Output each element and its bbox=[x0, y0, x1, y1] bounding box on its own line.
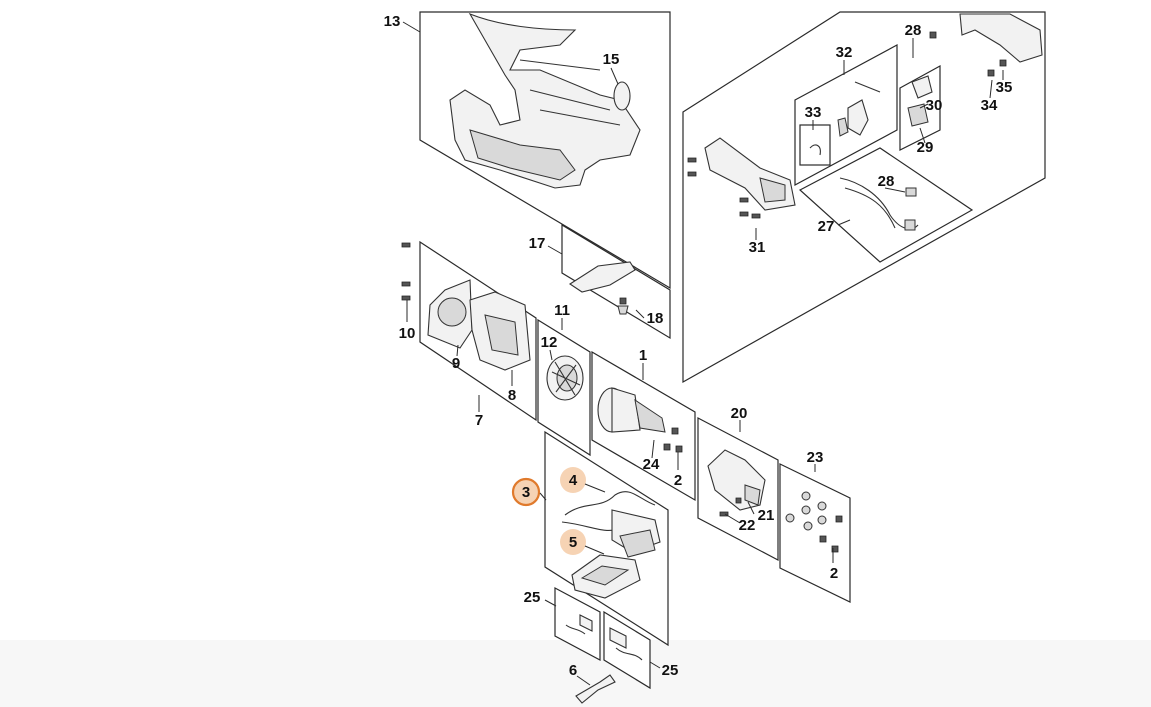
callout-15[interactable]: 15 bbox=[603, 51, 620, 68]
callout-13[interactable]: 13 bbox=[384, 13, 401, 30]
callout-32[interactable]: 32 bbox=[836, 44, 853, 61]
panel-20-gearbox[interactable] bbox=[697, 417, 779, 561]
callout-2-motor[interactable]: 2 bbox=[674, 472, 682, 489]
callout-29[interactable]: 29 bbox=[917, 139, 934, 156]
panel-27-wiring[interactable] bbox=[798, 147, 974, 263]
panel-1-motor[interactable] bbox=[591, 350, 696, 502]
callout-25-lower[interactable]: 25 bbox=[662, 662, 679, 679]
callout-27[interactable]: 27 bbox=[818, 218, 835, 235]
callout-10[interactable]: 10 bbox=[399, 325, 416, 342]
panel-25-sensor-a[interactable] bbox=[554, 587, 601, 661]
callout-18[interactable]: 18 bbox=[647, 310, 664, 327]
callout-28-top[interactable]: 28 bbox=[905, 22, 922, 39]
callout-17[interactable]: 17 bbox=[529, 235, 546, 252]
panel-25-sensor-b[interactable] bbox=[603, 610, 651, 690]
panel-32-trigger[interactable] bbox=[794, 43, 898, 187]
callout-3[interactable]: 3 bbox=[522, 484, 530, 501]
callout-3-highlight-ring[interactable] bbox=[511, 477, 541, 507]
callout-25-upper[interactable]: 25 bbox=[524, 589, 541, 606]
callout-33[interactable]: 33 bbox=[805, 104, 822, 121]
callout-21[interactable]: 21 bbox=[758, 507, 775, 524]
part-15-seal[interactable] bbox=[613, 81, 631, 111]
callout-34[interactable]: 34 bbox=[981, 97, 998, 114]
callout-12[interactable]: 12 bbox=[541, 334, 558, 351]
callout-5[interactable]: 5 bbox=[569, 534, 577, 551]
callout-4[interactable]: 4 bbox=[569, 472, 578, 489]
callout-5-highlight[interactable] bbox=[560, 529, 586, 555]
callout-7[interactable]: 7 bbox=[475, 412, 483, 429]
panel-7-fan-housing[interactable] bbox=[401, 240, 537, 422]
panel-23-hardware[interactable] bbox=[779, 463, 851, 603]
callout-20[interactable]: 20 bbox=[731, 405, 748, 422]
callout-numbers: 13 15 17 18 11 12 1 10 9 8 7 24 2 20 21 … bbox=[384, 13, 1013, 679]
callout-30[interactable]: 30 bbox=[926, 97, 943, 114]
leader-lines bbox=[402, 21, 1004, 686]
callout-22[interactable]: 22 bbox=[739, 517, 756, 534]
panel-17-cover[interactable] bbox=[561, 223, 671, 340]
callout-6[interactable]: 6 bbox=[569, 662, 577, 679]
callout-35[interactable]: 35 bbox=[996, 79, 1013, 96]
callout-9[interactable]: 9 bbox=[452, 355, 460, 372]
callout-23[interactable]: 23 bbox=[807, 449, 824, 466]
callout-24[interactable]: 24 bbox=[643, 456, 660, 473]
callout-28-wiring[interactable]: 28 bbox=[878, 173, 895, 190]
callout-31[interactable]: 31 bbox=[749, 239, 766, 256]
part-6-bracket[interactable] bbox=[575, 674, 616, 704]
panel-13-housing[interactable] bbox=[419, 11, 671, 290]
callout-11[interactable]: 11 bbox=[554, 302, 570, 319]
callout-2-hardware[interactable]: 2 bbox=[830, 565, 838, 582]
callout-4-highlight[interactable] bbox=[560, 467, 586, 493]
callout-1[interactable]: 1 bbox=[639, 347, 647, 364]
callout-8[interactable]: 8 bbox=[508, 387, 516, 404]
